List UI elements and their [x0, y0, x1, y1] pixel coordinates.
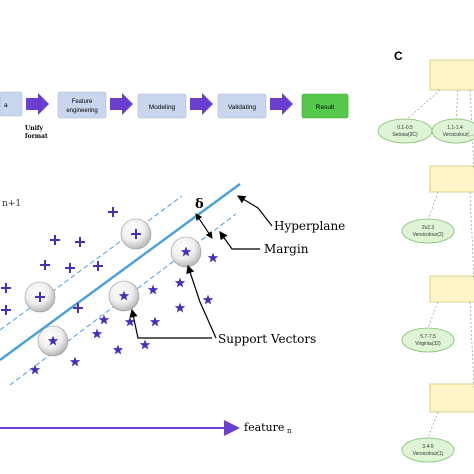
- star-marker: [91, 328, 103, 339]
- tree-leaf-range: 2v2.3: [422, 225, 434, 231]
- tree-node: [429, 275, 474, 303]
- panel-letter: C: [394, 49, 403, 63]
- pipeline-arrow: [26, 93, 49, 115]
- star-marker: [180, 246, 192, 257]
- star-marker: [174, 302, 186, 313]
- star-marker: [174, 277, 186, 288]
- pipeline-arrow: [270, 93, 293, 115]
- tree-leaf: [401, 437, 455, 463]
- decision-tree: C 0.1-0.5 Setosa(3C) 1.1-1.4 Versicolour…: [377, 49, 474, 463]
- delta-symbol: δ: [195, 197, 204, 212]
- plus-marker: [1, 305, 11, 315]
- pipeline-step-result: [301, 93, 349, 119]
- tree-edge: [427, 301, 439, 329]
- tree-leaf-class: Versicolour(...: [443, 132, 474, 138]
- svm-diagram: n+1 feature n δ Hyperplane Margin Suppor…: [0, 183, 345, 436]
- unify-format-label-1: Unify: [25, 125, 43, 132]
- pipeline-step-result-label: Result: [316, 104, 335, 111]
- plus-marker: [65, 263, 75, 273]
- tree-edge: [405, 89, 441, 121]
- tree-edge: [455, 89, 459, 121]
- tree-node: [429, 165, 474, 193]
- pipeline-arrow: [190, 93, 213, 115]
- tree-edge: [469, 301, 474, 389]
- pipeline-step-validating-label: Validating: [228, 104, 256, 111]
- star-marker: [69, 356, 81, 367]
- plus-marker: [131, 229, 141, 239]
- tree-edge: [469, 191, 474, 281]
- star-marker: [147, 284, 159, 295]
- plus-markers: [1, 207, 141, 315]
- axis-x-label: feature: [244, 421, 284, 434]
- star-marker: [207, 252, 219, 263]
- plus-marker: [1, 283, 11, 293]
- margin-label: Margin: [264, 242, 309, 256]
- tree-leaf-class: Setosa(3C): [392, 132, 418, 138]
- star-marker: [149, 316, 161, 327]
- plus-marker: [75, 237, 85, 247]
- tree-leaf: [401, 327, 455, 353]
- star-marker: [29, 364, 41, 375]
- tree-leaf: [401, 218, 455, 244]
- star-marker: [47, 335, 59, 346]
- pipeline-step-modeling-label: Modeling: [149, 104, 176, 111]
- hyperplane-pointer: [236, 195, 273, 227]
- pipeline-arrow: [110, 93, 133, 115]
- tree-edge: [427, 411, 439, 439]
- axis-y-fragment: n+1: [2, 199, 21, 209]
- support-vectors-label: Support Vectors: [218, 332, 316, 346]
- tree-leaf: [377, 118, 433, 144]
- star-markers: [29, 246, 219, 375]
- tree-leaf-range: 5.7-7.5: [420, 334, 436, 340]
- star-marker: [112, 344, 124, 355]
- hyperplane-line: [0, 183, 241, 361]
- margin-line-lower: [9, 213, 237, 386]
- star-marker: [124, 316, 136, 327]
- star-marker: [118, 290, 130, 301]
- tree-edge: [427, 191, 439, 221]
- tree-leaf: [431, 118, 474, 144]
- margin-pointer: [219, 231, 260, 250]
- star-marker: [98, 314, 110, 325]
- delta-arrow: [195, 213, 213, 239]
- pipeline-step-feature-label-1: Feature: [72, 99, 93, 105]
- pipeline-step-validating: [217, 93, 267, 119]
- plus-marker: [50, 235, 60, 245]
- pipeline-step-feature-engineering: [57, 91, 107, 119]
- tree-leaf-class: Virginia(32): [415, 341, 441, 347]
- plus-marker: [108, 207, 118, 217]
- tree-leaf-range: 3.4-5: [422, 444, 434, 450]
- tree-node: [429, 59, 474, 91]
- plus-marker: [73, 303, 83, 313]
- support-vectors-pointer-bottom: [129, 308, 212, 339]
- unify-format-label-2: format: [25, 133, 48, 140]
- pipeline-step-data: [0, 91, 23, 117]
- hyperplane-label: Hyperplane: [274, 219, 345, 233]
- star-marker: [139, 339, 151, 350]
- pipeline-step-feature-label-2: engineering: [66, 108, 97, 114]
- plus-marker: [93, 261, 103, 271]
- tree-leaf-range: 1.1-1.4: [447, 125, 463, 131]
- tree-leaf-class: Versicolour(1): [413, 451, 444, 457]
- margin-line-upper: [0, 195, 183, 331]
- plus-marker: [40, 260, 50, 270]
- plus-marker: [35, 292, 45, 302]
- support-vectors-pointer-top: [186, 264, 217, 339]
- star-marker: [202, 294, 214, 305]
- tree-node: [429, 383, 474, 413]
- pipeline-step-modeling: [137, 93, 187, 119]
- pipeline: a Feature engineering Modeling Validatin…: [0, 91, 349, 140]
- tree-leaf-range: 0.1-0.5: [397, 125, 413, 131]
- tree-leaf-class: Versicolour(2): [413, 232, 444, 238]
- pipeline-step-data-label: a: [4, 102, 8, 109]
- axis-x-subscript: n: [287, 427, 292, 435]
